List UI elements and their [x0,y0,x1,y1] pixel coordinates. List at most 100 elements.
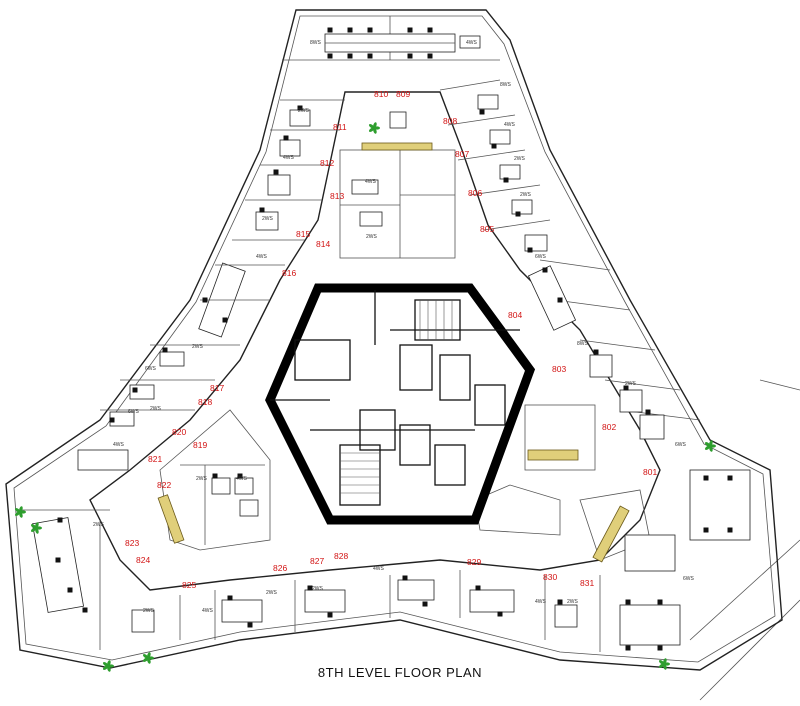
workstation-label: 2WS [262,216,274,222]
plant-icon [30,522,42,534]
room-numbers: 801 802 803 804 805 806 807 808 809 810 … [125,89,657,590]
room-number: 819 [193,440,207,450]
chair-icon [657,645,663,651]
room-number: 828 [334,551,348,561]
chair-icon [727,527,733,533]
chair-icon [212,473,218,479]
workstation-label: 4WS [504,122,516,128]
chair-icon [515,211,521,217]
chair-icon [527,247,533,253]
room-number: 801 [643,467,657,477]
workstation-label: 2WS [196,476,208,482]
workstation-label: 6WS [535,254,547,260]
room-number: 825 [182,580,196,590]
workstation-label: 4WS [373,566,385,572]
chair-icon [703,527,709,533]
workstation-label: 4WS [113,442,125,448]
workstation-label: 4WS [236,476,248,482]
room-number: 809 [396,89,410,99]
bench [361,142,433,151]
workstation-label: 4WS [283,155,295,161]
workstation-label: 6WS [683,576,695,582]
chair-icon [491,143,497,149]
chair-icon [407,53,413,59]
workstation-label: 4WS [256,254,268,260]
chair-icon [557,599,563,605]
workstation-label: 8WS [577,341,589,347]
room-number: 818 [198,397,212,407]
chair-icon [297,105,303,111]
room-number: 826 [273,563,287,573]
chair-icon [162,347,168,353]
workstation-label: 4WS [535,599,547,605]
plant-icon [102,660,114,672]
chair-icon [132,387,138,393]
chair-icon [427,27,433,33]
workstation-label: 2WS [567,599,579,605]
chair-icon [623,385,629,391]
chair-icon [367,53,373,59]
chair-icon [593,349,599,355]
room-number: 829 [467,557,481,567]
room-number: 820 [172,427,186,437]
north-wing [232,16,551,259]
bench [592,505,630,563]
chair-icon [202,297,208,303]
chair-icon [542,267,548,273]
workstation-label: 2WS [93,522,105,528]
room-number: 822 [157,480,171,490]
bench [157,494,185,544]
site-lines [689,379,800,701]
room-number: 816 [282,268,296,278]
building-core [265,283,536,525]
room-number: 804 [508,310,522,320]
chair-icon [479,109,485,115]
room-number: 806 [468,188,482,198]
workstation-label: 4WS [202,608,214,614]
room-number: 817 [210,383,224,393]
chair-icon [402,575,408,581]
room-number: 814 [316,239,330,249]
chair-icon [367,27,373,33]
chair-icon [327,53,333,59]
room-number: 813 [330,191,344,201]
chair-icon [625,599,631,605]
workstation-label: 2WS [520,192,532,198]
chair-icon [727,475,733,481]
chair-icon [82,607,88,613]
room-number: 812 [320,158,334,168]
chair-icon [347,27,353,33]
workstation-label: 2WS [514,156,526,162]
stair-icon [339,444,381,506]
page-title: 8TH LEVEL FLOOR PLAN [317,665,483,680]
workstation-label: 6WS [145,366,157,372]
workstation-label: 2WS [192,344,204,350]
building-envelope [5,9,783,671]
bench [527,449,579,461]
chair-icon [327,612,333,618]
room-number: 802 [602,422,616,432]
chair-icon [55,557,61,563]
room-number: 811 [333,122,347,132]
workstation-label: 8WS [500,82,512,88]
chair-icon [497,611,503,617]
plant-icon [368,122,380,134]
room-number: 821 [148,454,162,464]
workstation-label: 2WS [366,234,378,240]
workstation-label: 2WS [625,381,637,387]
room-number: 831 [580,578,594,588]
chair-icon [67,587,73,593]
room-number: 805 [480,224,494,234]
workstation-label: 2WS [298,108,310,114]
room-number: 808 [443,116,457,126]
chair-icon [259,207,265,213]
chair-icon [109,417,115,423]
chair-icon [273,169,279,175]
room-number: 830 [543,572,557,582]
chair-icon [222,317,228,323]
workstation-label: 2WS [312,586,324,592]
room-number: 823 [125,538,139,548]
chair-icon [57,517,63,523]
workstation-label: 2WS [143,608,155,614]
